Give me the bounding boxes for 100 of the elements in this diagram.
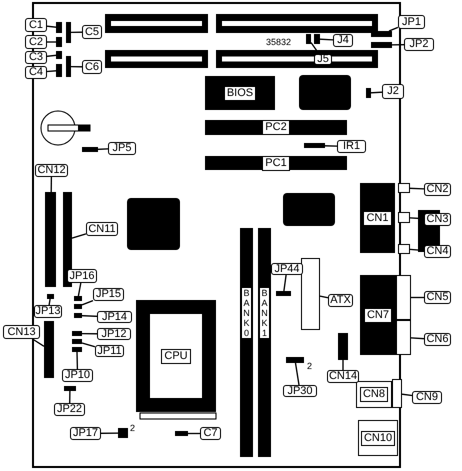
connector xyxy=(398,244,410,254)
leader-line xyxy=(50,177,52,192)
jumper-block xyxy=(66,22,71,43)
jumper-block xyxy=(118,428,128,438)
part-label: BIOS xyxy=(224,86,256,100)
leader-line xyxy=(188,432,200,434)
callout-label: CN11 xyxy=(86,222,118,236)
pin-number: 2 xyxy=(130,424,136,433)
jumper-block xyxy=(366,88,371,98)
expansion-slot xyxy=(205,120,347,135)
callout-label: JP2 xyxy=(404,38,434,51)
callout-label: CN6 xyxy=(424,333,451,346)
leader-line xyxy=(410,188,424,190)
leader-line xyxy=(342,360,344,370)
power-connector xyxy=(301,258,320,330)
jumper-block xyxy=(72,339,82,344)
part-label: PC1 xyxy=(262,156,290,170)
leader-line xyxy=(70,32,82,34)
leader-line xyxy=(82,332,97,334)
pin-header xyxy=(286,357,304,363)
pin-header xyxy=(338,333,348,360)
pin-number: 2 xyxy=(307,362,312,371)
callout-label: JP17 xyxy=(70,427,101,440)
jumper-block xyxy=(371,42,392,48)
callout-label: CN14 xyxy=(327,370,359,383)
jumper-block xyxy=(56,37,62,47)
connector xyxy=(398,212,410,223)
jumper-block xyxy=(72,331,82,336)
connector xyxy=(396,320,411,355)
callout-label: JP22 xyxy=(54,403,85,416)
connector xyxy=(358,420,398,456)
part-label: CN8 xyxy=(360,387,388,402)
jumper-block xyxy=(64,386,76,391)
leader-line xyxy=(320,295,328,298)
callout-label: JP12 xyxy=(97,328,131,340)
leader-line xyxy=(46,26,56,28)
callout-label: JP44 xyxy=(271,263,303,275)
parallel-connector xyxy=(360,275,396,355)
leader-line xyxy=(283,274,287,292)
callout-label: CN3 xyxy=(424,213,451,226)
callout-label: CN9 xyxy=(412,391,442,404)
leader-line xyxy=(72,233,86,239)
cpu-socket xyxy=(136,300,216,412)
callout-label: JP15 xyxy=(93,288,124,301)
callout-label: JP13 xyxy=(34,305,62,318)
part-label: PC2 xyxy=(262,120,290,135)
callout-label: IR1 xyxy=(337,140,366,153)
callout-label: JP1 xyxy=(398,15,425,29)
jumper-block xyxy=(47,294,54,299)
part-label: CN1 xyxy=(363,210,392,226)
part-label: BANK1 xyxy=(260,288,269,338)
pin-header xyxy=(45,192,56,287)
memory-slot xyxy=(240,228,253,457)
callout-label: ATX xyxy=(328,294,353,307)
leader-line xyxy=(32,338,44,347)
connector xyxy=(392,379,402,408)
pin-header xyxy=(44,321,54,378)
callout-label: C7 xyxy=(200,427,221,440)
callout-label: CN5 xyxy=(424,291,451,304)
callout-label: C5 xyxy=(82,25,102,39)
leader-line xyxy=(294,362,300,386)
serial-connector xyxy=(360,183,395,253)
leader-line xyxy=(82,300,94,306)
expansion-slot xyxy=(205,156,347,170)
leader-line xyxy=(69,391,71,403)
part-label: CN7 xyxy=(364,308,392,322)
jumper-block xyxy=(276,291,291,296)
pin-header xyxy=(304,143,325,148)
callout-label: C4 xyxy=(25,66,47,79)
jumper-block xyxy=(371,31,392,37)
callout-label: CN12 xyxy=(35,164,68,177)
jumper-block xyxy=(72,347,82,352)
connector xyxy=(398,183,410,193)
callout-label: JP10 xyxy=(62,369,93,382)
leader-line xyxy=(82,342,96,348)
callout-label: JP11 xyxy=(95,345,124,357)
leader-line xyxy=(101,432,118,434)
bios-chip xyxy=(205,76,275,110)
jumper-block xyxy=(74,313,82,318)
jumper-block xyxy=(56,22,62,33)
jumper-block xyxy=(314,34,320,44)
leader-line xyxy=(46,70,56,72)
part-label: CN10 xyxy=(360,430,396,446)
memory-slot xyxy=(258,228,271,457)
callout-label: J2 xyxy=(382,84,404,99)
callout-label: C3 xyxy=(25,51,47,64)
jumper-block xyxy=(56,64,62,77)
leader-line xyxy=(48,298,51,306)
callout-label: CN4 xyxy=(424,245,451,258)
leader-line xyxy=(82,315,98,317)
jumper-block xyxy=(66,56,71,77)
callout-label: CN13 xyxy=(3,325,40,339)
callout-label: JP16 xyxy=(67,269,97,283)
leader-line xyxy=(46,54,56,57)
leader-line xyxy=(402,394,412,396)
callout-label: C2 xyxy=(25,35,47,49)
callout-label: C1 xyxy=(25,18,47,32)
leader-line xyxy=(370,92,382,94)
part-label: CPU xyxy=(161,348,191,364)
callout-label: JP5 xyxy=(108,142,136,155)
